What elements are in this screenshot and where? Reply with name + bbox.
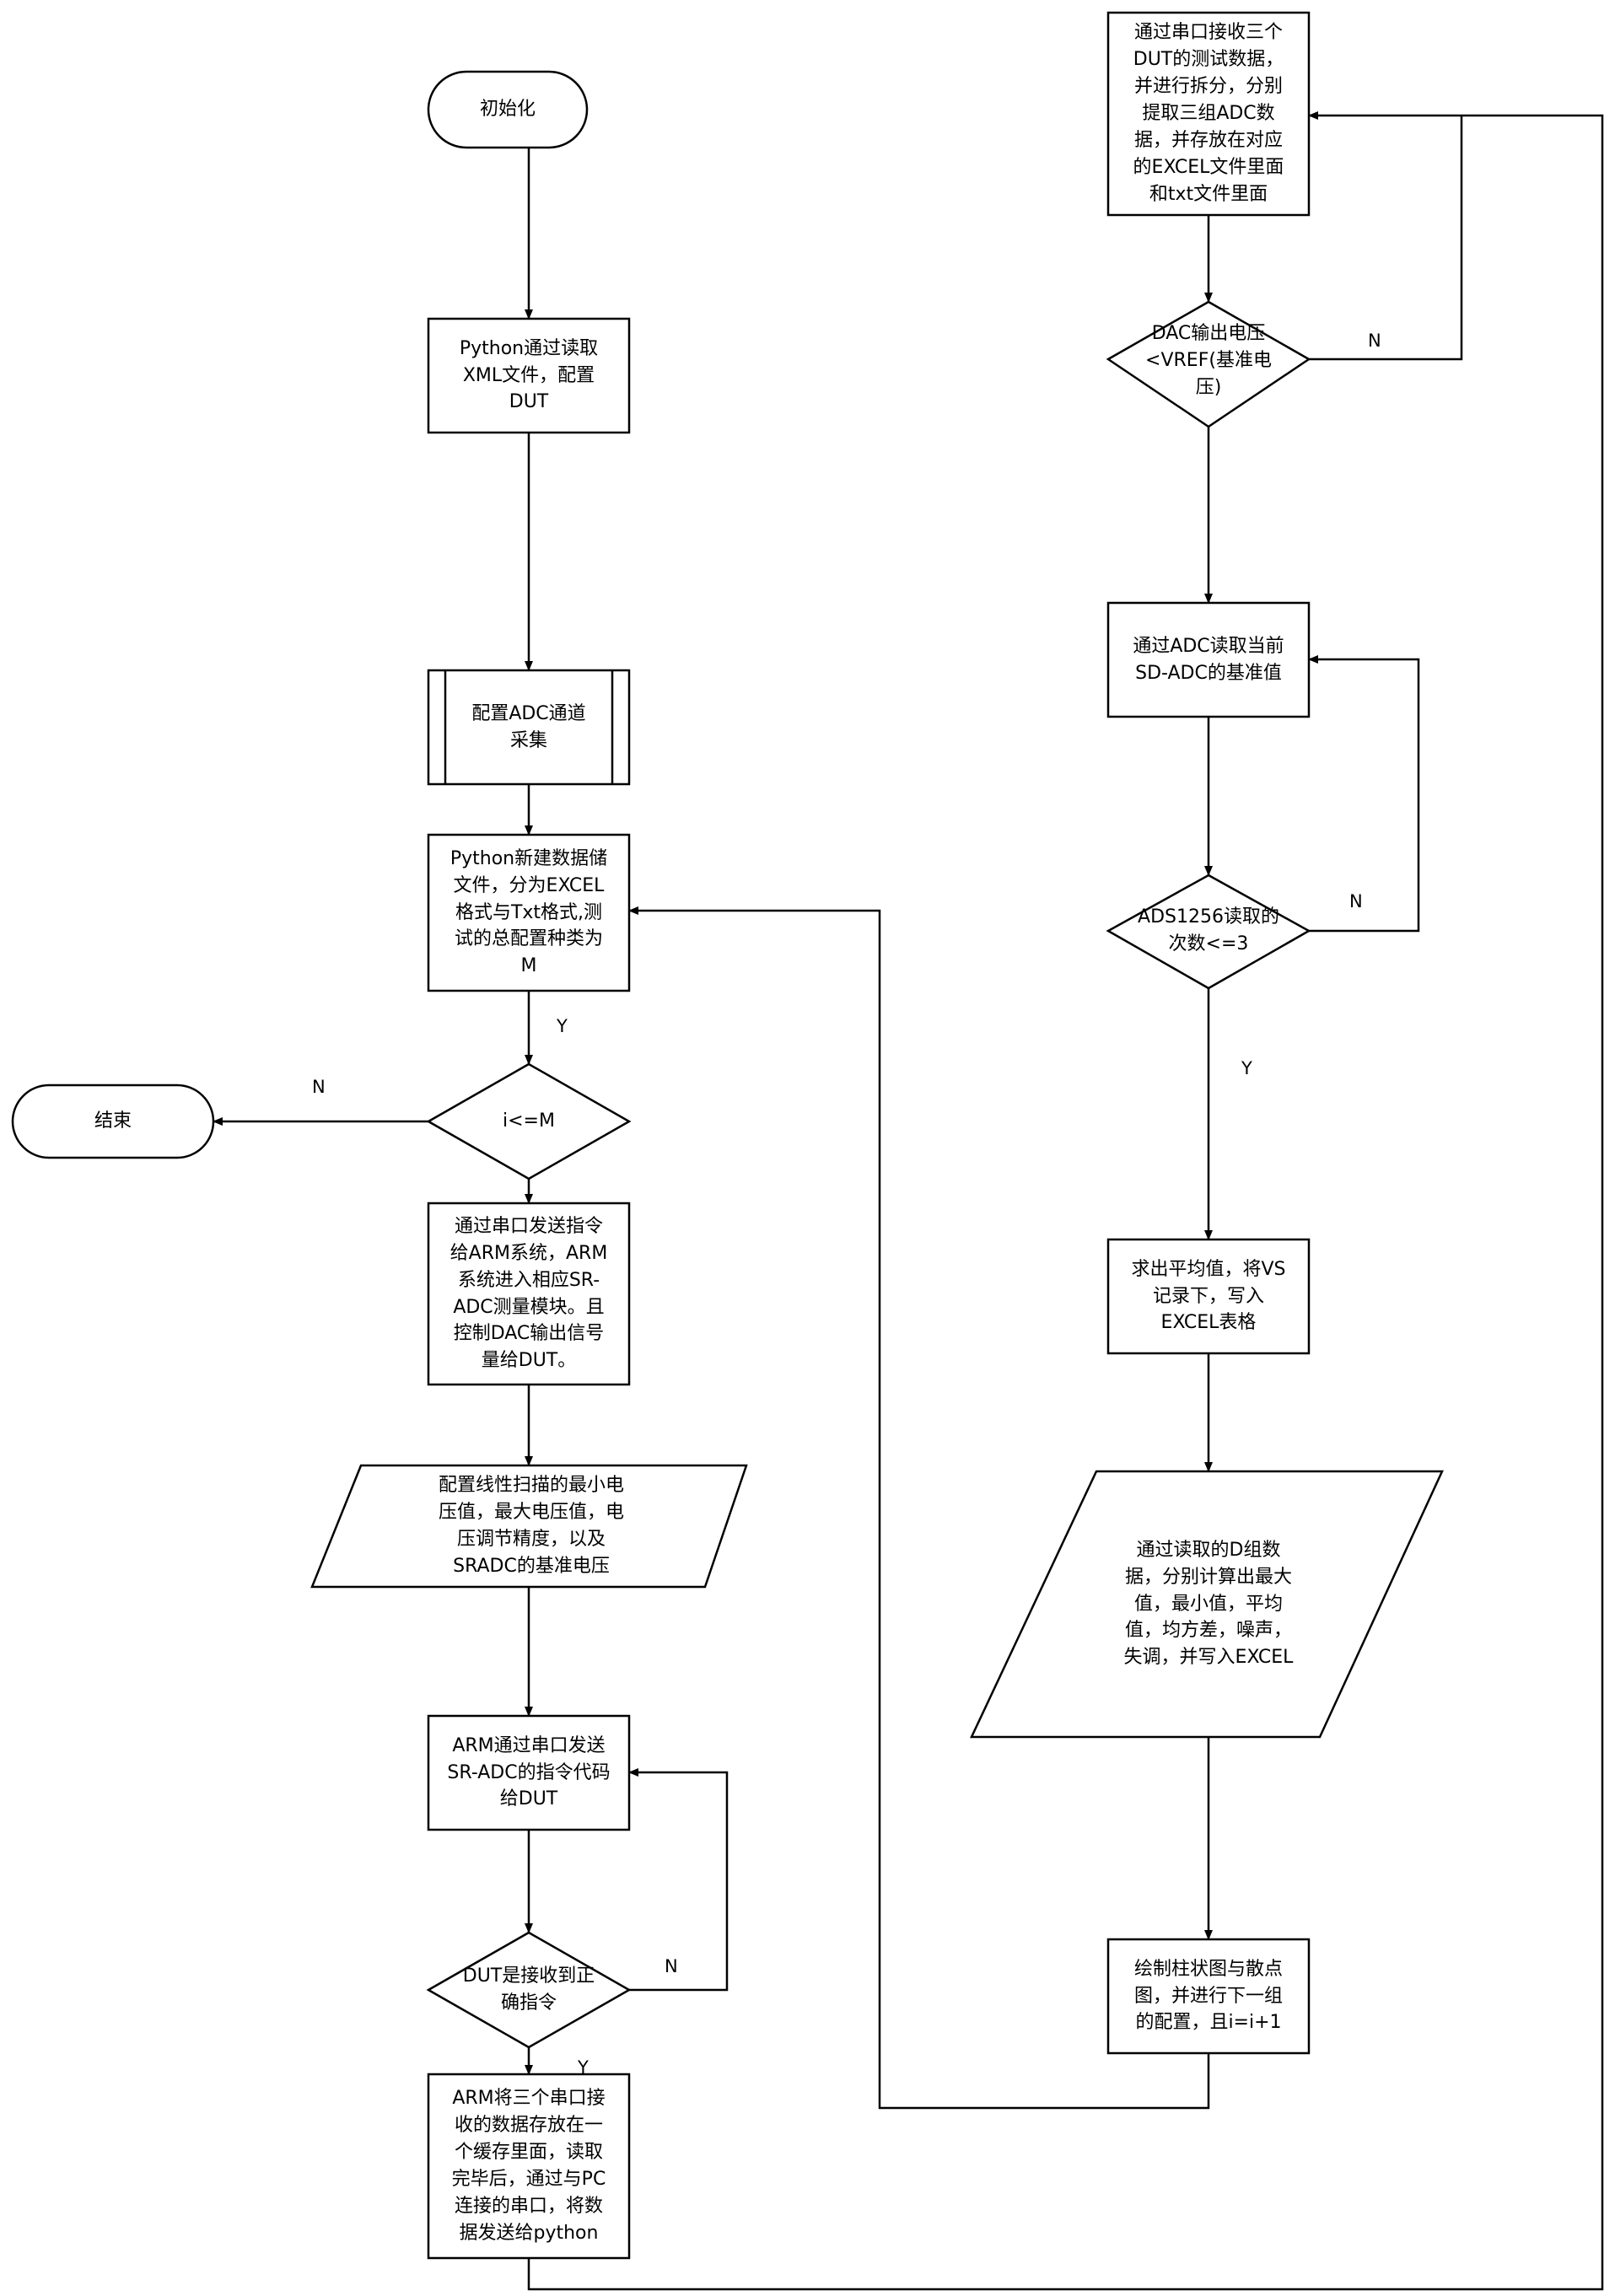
loop-yes-label: Y [557, 1016, 568, 1036]
ads-no-label: N [1349, 891, 1363, 911]
average-label: 求出平均值，将VS 记录下，写入 EXCEL表格 [1131, 1258, 1286, 1334]
create-file-label: Python新建数据储 文件，分为EXCEL 格式与Txt格式,测 试的总配置种… [450, 847, 608, 977]
arm-store-label: ARM将三个串口接 收的数据存放在一 个缓存里面，读取 完毕后，通过与PC 连接… [451, 2088, 606, 2244]
arm-send-label: ARM通过串口发送 SR-ADC的指令代码 给DUT [447, 1734, 611, 1810]
arrow-dac-no-loop [1309, 116, 1463, 361]
arrow-plot-to-create-file [628, 906, 1210, 2110]
average-box [1106, 1238, 1311, 1355]
config-scan-parallelogram [310, 1464, 748, 1589]
read-ref-label: 通过ADC读取当前 SD-ADC的基准值 [1133, 635, 1284, 684]
plot-box [1106, 1938, 1311, 2055]
dut-yes-label: Y [578, 2057, 589, 2078]
receive-box [1106, 11, 1311, 217]
read-xml-box [427, 317, 631, 434]
end-label: 结束 [94, 1110, 132, 1132]
loop-check-label: i<=M [503, 1110, 555, 1132]
init-label: 初始化 [479, 99, 536, 121]
dac-check-label: DAC输出电压 <VREF(基准电 压) [1145, 323, 1272, 398]
arm-send-box [427, 1714, 631, 1831]
calc-parallelogram [970, 1470, 1444, 1739]
init-terminator [427, 70, 589, 149]
arrow-arm-store-to-receive [527, 111, 1604, 2291]
loop-no-label: N [312, 1077, 326, 1097]
arrow-dut-retry-loop [628, 1768, 729, 1992]
ads-check-label: ADS1256读取的 次数<=3 [1138, 906, 1279, 954]
arrow-ads-no-loop [1308, 655, 1420, 933]
arm-store-box [427, 2073, 631, 2260]
send-cmd-label: 通过串口发送指令 给ARM系统，ARM 系统进入相应SR- ADC测量模块。且 … [450, 1215, 608, 1372]
dut-check-label: DUT是接收到正 确指令 [462, 1965, 595, 2014]
receive-label: 通过串口接收三个 DUT的测试数据， 并进行拆分，分别 提取三组ADC数 据，并… [1133, 22, 1284, 205]
config-adc-label: 配置ADC通道 采集 [471, 702, 586, 751]
dac-no-label: N [1368, 331, 1381, 351]
plot-label: 绘制柱状图与散点 图，并进行下一组 的配置，且i=i+1 [1133, 1958, 1283, 2034]
send-cmd-box [427, 1202, 631, 1386]
calc-label: 通过读取的D组数 据，分别计算出最大 值，最小值，平均 值，均方差，噪声， 失调… [1123, 1539, 1294, 1669]
config-scan-label: 配置线性扫描的最小电 压值，最大电压值，电 压调节精度，以及 SRADC的基准电… [438, 1475, 624, 1577]
read-xml-label: Python通过读取 XML文件，配置 DUT [459, 337, 599, 413]
dut-no-label: N [665, 1956, 678, 1976]
read-ref-box [1106, 601, 1311, 718]
ads-yes-label: Y [1241, 1058, 1252, 1078]
